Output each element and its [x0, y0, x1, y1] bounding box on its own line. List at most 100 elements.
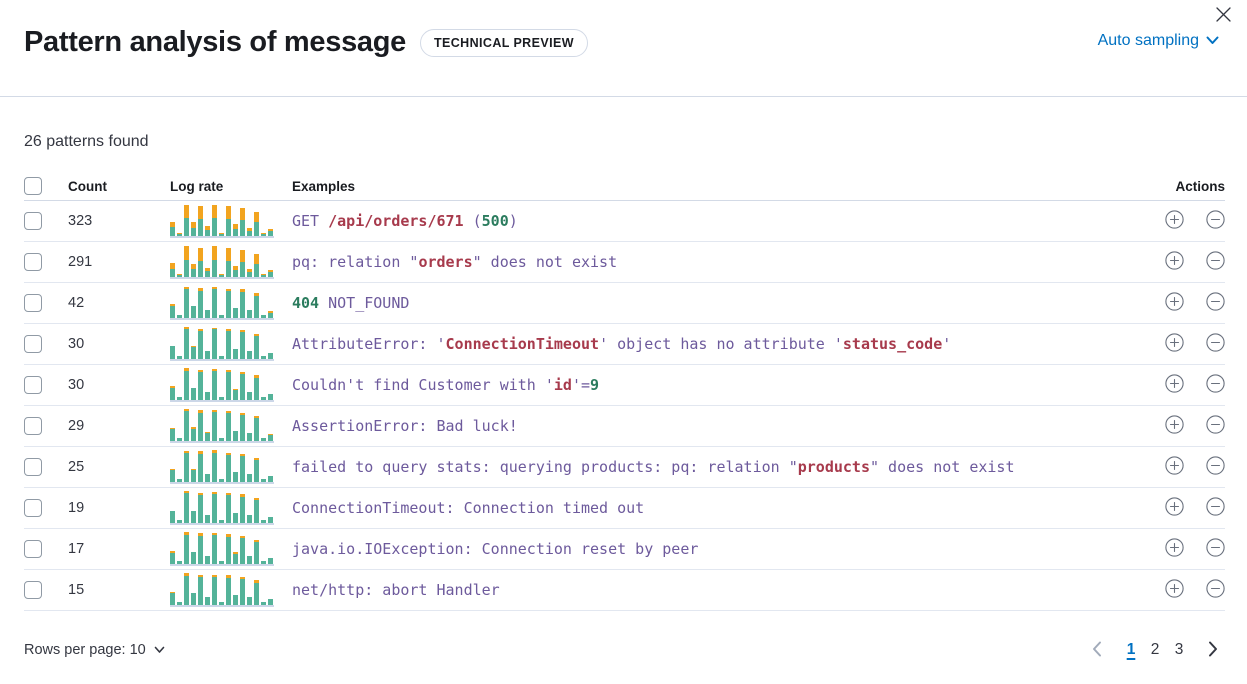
sparkline-bar-other-segment [268, 310, 273, 313]
sparkline-bar-pattern-segment [240, 414, 245, 441]
sparkline-bar-other-segment [212, 245, 217, 260]
filter-out-pattern-button[interactable] [1205, 538, 1225, 559]
sparkline-bar-other-segment [247, 268, 252, 272]
filter-for-pattern-button[interactable] [1164, 497, 1184, 518]
row-select-checkbox[interactable] [24, 253, 42, 271]
sparkline-bar [205, 350, 210, 359]
sparkline-bar-pattern-segment [247, 432, 252, 441]
row-select-checkbox[interactable] [24, 335, 42, 353]
row-actions [1164, 579, 1225, 600]
flyout-body: 26 patterns found Count Log rate Example… [0, 97, 1247, 611]
sparkline-bar [254, 579, 259, 605]
filter-for-pattern-button[interactable] [1164, 415, 1184, 436]
page-number-button[interactable]: 3 [1167, 637, 1191, 663]
filter-out-pattern-button[interactable] [1205, 292, 1225, 313]
sparkline-bar [198, 492, 203, 523]
row-actions [1164, 333, 1225, 354]
sparkline-bar [170, 468, 175, 482]
filter-out-pattern-button[interactable] [1205, 374, 1225, 395]
pattern-count: 323 [68, 213, 93, 229]
sampling-menu-button[interactable]: Auto sampling [1098, 32, 1219, 50]
sparkline-bar-other-segment [184, 204, 189, 218]
sparkline-bar [240, 535, 245, 564]
filter-out-pattern-button[interactable] [1205, 415, 1225, 436]
sparkline-bar [212, 491, 217, 523]
filter-out-pattern-button[interactable] [1205, 579, 1225, 600]
rows-per-page-button[interactable]: Rows per page: 10 [24, 642, 165, 658]
sparkline-bar [240, 207, 245, 236]
filter-for-pattern-button[interactable] [1164, 456, 1184, 477]
sparkline-bar-pattern-segment [212, 534, 217, 564]
filter-for-pattern-button[interactable] [1164, 292, 1184, 313]
sparkline-bar-pattern-segment [240, 455, 245, 482]
page-number-button[interactable]: 1 [1119, 637, 1143, 663]
pattern-example: pq: relation "orders" does not exist [292, 253, 1133, 271]
chevron-down-icon [154, 642, 165, 658]
sparkline-bar-pattern-segment [212, 259, 217, 277]
sparkline-bar [254, 539, 259, 564]
sparkline-bar [198, 574, 203, 605]
close-flyout-button[interactable] [1211, 4, 1235, 28]
sparkline-bar-other-segment [184, 286, 189, 289]
sparkline-bar-pattern-segment [212, 493, 217, 523]
sparkline-bar [268, 516, 273, 523]
next-page-button[interactable] [1201, 638, 1225, 662]
row-select-checkbox[interactable] [24, 212, 42, 230]
sparkline-bar-other-segment [170, 468, 175, 470]
filter-out-pattern-button[interactable] [1205, 210, 1225, 231]
sparkline-bar [198, 287, 203, 318]
sparkline-bar-other-segment [226, 574, 231, 578]
example-token: 9 [590, 376, 600, 394]
checkbox-cell [24, 212, 68, 230]
example-token: ( [463, 212, 482, 230]
filter-out-pattern-button[interactable] [1205, 456, 1225, 477]
sparkline-bar-pattern-segment [198, 535, 203, 564]
sparkline-bar [212, 245, 217, 277]
filter-for-pattern-button[interactable] [1164, 579, 1184, 600]
sparkline-bar-other-segment [191, 426, 196, 429]
sparkline-bar-pattern-segment [233, 512, 238, 523]
sparkline-bar-pattern-segment [191, 510, 196, 523]
row-select-checkbox[interactable] [24, 499, 42, 517]
page-number-button[interactable]: 2 [1143, 637, 1167, 663]
filter-out-pattern-button[interactable] [1205, 497, 1225, 518]
sparkline-bar [184, 490, 189, 523]
sparkline-bar-pattern-segment [254, 295, 259, 318]
sparkline-bar-pattern-segment [184, 259, 189, 277]
filter-for-pattern-button[interactable] [1164, 538, 1184, 559]
sparkline-bar-other-segment [219, 232, 224, 234]
sparkline-bar [240, 493, 245, 523]
sparkline-bar-other-segment [226, 452, 231, 455]
filter-out-pattern-button[interactable] [1205, 333, 1225, 354]
sparkline-bar-pattern-segment [219, 560, 224, 564]
example-token: " does not exist [472, 253, 618, 271]
sparkline-bar-pattern-segment [198, 412, 203, 441]
sparkline-bar-pattern-segment [191, 305, 196, 318]
sparkline-bar-pattern-segment [219, 396, 224, 400]
previous-page-button[interactable] [1085, 638, 1109, 662]
sparkline-bar [184, 531, 189, 564]
row-select-checkbox[interactable] [24, 581, 42, 599]
checkbox-cell [24, 417, 68, 435]
filter-for-pattern-button[interactable] [1164, 251, 1184, 272]
sparkline-bar-pattern-segment [247, 271, 252, 277]
row-select-checkbox[interactable] [24, 458, 42, 476]
sparkline-bar [247, 596, 252, 605]
row-select-checkbox[interactable] [24, 376, 42, 394]
filter-for-pattern-button[interactable] [1164, 374, 1184, 395]
filter-for-pattern-button[interactable] [1164, 333, 1184, 354]
select-all-checkbox[interactable] [24, 177, 42, 195]
sparkline-bar-pattern-segment [268, 393, 273, 400]
row-select-checkbox[interactable] [24, 417, 42, 435]
sparkline-bar [184, 286, 189, 318]
log-rate-cell [170, 204, 292, 238]
sparkline-bar-other-segment [268, 433, 273, 435]
sparkline-bar [261, 478, 266, 482]
row-select-checkbox[interactable] [24, 294, 42, 312]
filter-for-pattern-button[interactable] [1164, 210, 1184, 231]
filter-out-pattern-button[interactable] [1205, 251, 1225, 272]
row-select-checkbox[interactable] [24, 540, 42, 558]
sparkline-bar-other-segment [226, 533, 231, 537]
sparkline-bar [219, 601, 224, 605]
sparkline-bar [205, 514, 210, 523]
